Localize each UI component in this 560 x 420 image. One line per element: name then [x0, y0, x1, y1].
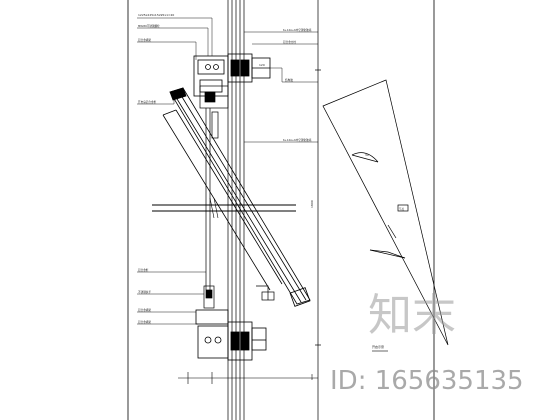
annotation-left-4: 开启扇铝合金框 [138, 100, 157, 104]
right-leaders [244, 31, 318, 143]
annotation-left-7: 铝合金横梁 [138, 308, 151, 312]
dimension-label-3: 600 [310, 374, 314, 380]
annotation-right-1: 6+12A+6中空钢化玻璃 [283, 28, 312, 32]
watermark-logo-text: 知末 [368, 290, 456, 341]
detail-caption: 开启示意 [372, 344, 384, 349]
angle-label: 30 [365, 153, 369, 157]
detail-caption-group: 开启示意 [372, 344, 388, 352]
opening-schematic [322, 79, 449, 346]
annotation-left-2: M8x80不锈钢螺栓 [138, 24, 160, 28]
overall-dimension-line [315, 0, 321, 420]
annotation-left-1: 1225x225x15x95x1=20 [138, 13, 174, 17]
annotation-left-5: 铝合金框 [138, 268, 149, 272]
watermark: 知末 ID: 165635135 [330, 290, 524, 396]
left-annotation-texts: 1225x225x15x95x1=20 M8x80不锈钢螺栓 铝合金横梁 开启扇… [138, 13, 174, 324]
annotation-left-6: 不锈钢执手 [138, 290, 151, 294]
annotation-right-4: 6+12A+6中空钢化玻璃 [283, 138, 312, 142]
dimension-label-1: 120 [259, 63, 265, 67]
annotation-left-3: 铝合金横梁 [138, 38, 151, 42]
bottom-transom-block [195, 309, 267, 361]
section-cut-line [152, 197, 296, 219]
annotation-right-2: 铝合金立柱 [283, 40, 296, 44]
dimension-texts: 120 1800 600 [259, 63, 314, 380]
watermark-id-text: ID: 165635135 [330, 366, 524, 396]
glass-hatch-bottom [178, 372, 318, 384]
left-leaders [137, 17, 213, 325]
annotation-left-8: 铝合金横梁 [138, 320, 151, 324]
dimension-label-2: 1800 [310, 200, 314, 208]
right-annotation-texts: 6+12A+6中空钢化玻璃 铝合金立柱 结构胶 6+12A+6中空钢化玻璃 [283, 28, 312, 142]
lower-hardware [203, 285, 275, 309]
annotation-right-3: 结构胶 [285, 78, 293, 82]
drawing-frame [127, 0, 435, 420]
open-sash-diagonal [162, 87, 311, 307]
detail-tag: 节点 [399, 207, 405, 211]
